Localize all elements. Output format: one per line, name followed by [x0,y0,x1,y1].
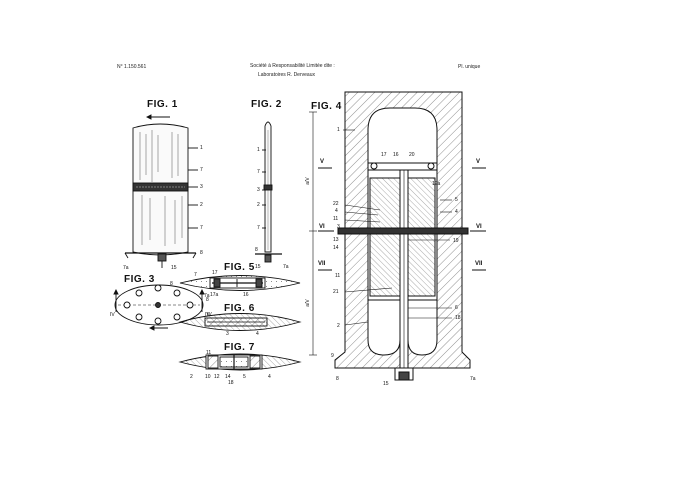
fig4-label: 8 [336,376,339,382]
plate-label: Pl. unique [458,64,481,70]
fig7-label: 12 [214,374,220,380]
fig5-label: 16 [243,292,249,298]
fig4-label: 20 [409,152,415,158]
fig4-label: 4 [335,208,338,214]
fig4-label: 18 [455,315,461,321]
fig7-label: 18 [228,380,234,386]
fig7-label: 14 [225,374,231,380]
fig7-drawing [178,353,302,371]
fig6-label: 4 [256,331,259,337]
fig6-label: IV [207,312,212,318]
fig2-label: 7a [283,264,289,270]
fig1-label: 7a [123,265,129,271]
fig3-title: FIG. 3 [124,274,155,285]
fig7-title: FIG. 7 [224,342,255,353]
fig4-label: 2 [337,323,340,329]
fig7-label: 11 [206,350,212,356]
fig3-label: IV [110,312,115,318]
fig4-label: 6 [455,305,458,311]
fig5-label: 17a [210,292,219,298]
fig1-label: 8 [200,250,203,256]
fig6-drawing [178,313,302,331]
fig1-label: 1 [200,145,203,151]
fig1-label: 7 [200,167,203,173]
fig4-section-mark: V [476,159,481,165]
fig5-drawing [179,275,301,291]
fig4-label: 11 [335,273,341,279]
fig4-section-mark: V [320,159,325,165]
fig4-section-mark: VII [475,261,483,267]
fig2-label: 1 [257,147,260,153]
fig2-drawing [255,121,282,263]
fig7-label: 5 [243,374,246,380]
fig4-label: 15 [383,381,389,387]
fig4-label: 22 [333,201,339,207]
fig4-label: 16 [393,152,399,158]
fig5-label: 17 [212,270,218,276]
fig4-dimension: a/V [304,177,311,185]
fig7-label: 2 [190,374,193,380]
fig1-drawing [124,114,198,268]
fig2-label: 15 [255,264,261,270]
fig3-label: 7a [204,293,210,299]
fig6-title: FIG. 6 [224,303,255,314]
fig4-label: 11 [333,216,339,222]
fig1-title: FIG. 1 [147,99,178,110]
fig5-title: FIG. 5 [224,262,255,273]
fig4-title: FIG. 4 [311,101,342,112]
fig7-label: 10 [205,374,211,380]
fig7-label: 4 [268,374,271,380]
fig4-label: 13 [333,237,339,243]
fig4-label: 9 [331,353,334,359]
fig4-label: 17 [381,152,387,158]
fig4-label: 7a [470,376,476,382]
patent-number: N° 1.150.561 [117,64,147,70]
company-line-2: Laboratoires R. Derveaux [258,72,315,78]
fig1-label: 2 [200,202,203,208]
fig2-label: 3 [257,187,260,193]
company-line-1: Société à Responsabilité Limitée dite : [250,63,335,69]
fig4-section-mark: VI [319,224,325,230]
fig3-drawing [113,284,205,331]
fig5-label: 7 [194,272,197,278]
fig4-label: 19 [453,238,459,244]
fig4-section-mark: VI [476,224,482,230]
fig3-label: 8 [170,281,173,287]
fig4-dimension: a/V [304,299,311,307]
fig1-label: 7 [200,225,203,231]
fig2-label: 7 [257,225,260,231]
fig2-title: FIG. 2 [251,99,282,110]
fig4-section-mark: VII [318,261,326,267]
fig4-label: 3 [337,224,340,230]
fig2-label: 8 [255,247,258,253]
fig2-label: 2 [257,202,260,208]
fig5-label: 8 [206,297,209,303]
fig4-label: 1 [337,127,340,133]
fig4-label: 19a [432,181,441,187]
fig4-label: 5 [455,197,458,203]
fig2-label: 7 [257,169,260,175]
fig6-label: 3 [226,331,229,337]
fig4-drawing [309,91,486,381]
fig4-label: 14 [333,245,339,251]
fig3-label: IV [205,312,210,318]
fig1-label: 3 [200,184,203,190]
fig1-label: 15 [171,265,177,271]
fig4-label: 21 [333,289,339,295]
fig4-label: 4 [455,209,458,215]
